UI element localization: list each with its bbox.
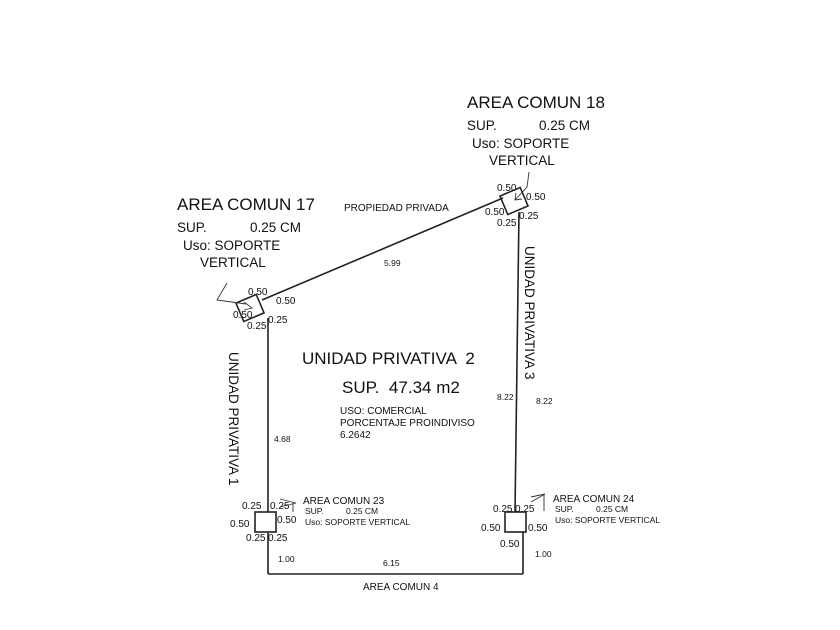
column-box-ac17 xyxy=(234,293,266,323)
ac17-dim: 0.25 xyxy=(268,315,288,326)
ac18-sup: SUP. xyxy=(467,118,497,133)
neighbor-top: PROPIEDAD PRIVADA xyxy=(344,203,449,214)
ac18-dim: 0.50 xyxy=(526,192,546,203)
leader-ac23 xyxy=(279,498,297,508)
dim-bottom: 6.15 xyxy=(383,558,400,568)
ac17-dim: 0.50 xyxy=(248,287,268,298)
leader-arrow-ac18 xyxy=(514,192,523,201)
ac18-title: AREA COMUN 18 xyxy=(467,93,605,112)
ac18-dim: 0.50 xyxy=(485,207,505,218)
dim-top: 5.99 xyxy=(384,258,401,268)
neighbor-left: UNIDAD PRIVATIVA 1 xyxy=(226,352,241,486)
ac24-dim: 0.50 xyxy=(528,523,548,534)
ac23-dim: 0.25 xyxy=(246,533,266,544)
dim-bottom-right: 1.00 xyxy=(535,549,552,559)
unit-area: SUP. 47.34 m2 xyxy=(342,378,460,397)
ac18-uso2: VERTICAL xyxy=(489,153,555,168)
ac18-dim: 0.25 xyxy=(519,211,539,222)
leader-ac24 xyxy=(530,493,546,503)
neighbor-bottom: AREA COMUN 4 xyxy=(363,582,439,593)
ac24-dim: 0.25 xyxy=(493,504,513,515)
column-box-ac23 xyxy=(254,511,277,533)
ac23-dim: 0.50 xyxy=(277,515,297,526)
ac24-dim: 0.50 xyxy=(481,523,501,534)
ac23-uso: Uso: SOPORTE VERTICAL xyxy=(305,517,410,527)
boundary-top xyxy=(261,197,504,301)
ac18-uso: Uso: SOPORTE xyxy=(472,136,569,151)
ac23-sup-value: 0.25 CM xyxy=(346,506,378,516)
ac17-dim: 0.25 xyxy=(247,321,267,332)
dim-left: 4.68 xyxy=(274,434,291,444)
column-box-ac24 xyxy=(504,511,527,533)
ac17-uso2: VERTICAL xyxy=(200,255,266,270)
dim-right-outer: 8.22 xyxy=(536,396,553,406)
ac24-uso: Uso: SOPORTE VERTICAL xyxy=(555,515,660,525)
unit-title: UNIDAD PRIVATIVA 2 xyxy=(302,349,475,368)
unit-use: USO: COMERCIAL xyxy=(340,406,427,417)
ac23-dim: 0.25 xyxy=(270,501,290,512)
ac24-sup: SUP. xyxy=(555,504,574,514)
ac24-dim: 0.25 xyxy=(515,504,535,515)
ac23-sup: SUP. xyxy=(305,506,324,516)
dim-right-inner: 8.22 xyxy=(497,392,514,402)
ac24-sup-value: 0.25 CM xyxy=(596,504,628,514)
ac17-dim: 0.50 xyxy=(276,296,296,307)
dim-bottom-left: 1.00 xyxy=(278,554,295,564)
ac23-dim: 0.25 xyxy=(268,533,288,544)
ac17-uso: Uso: SOPORTE xyxy=(183,238,280,253)
ac17-title: AREA COMUN 17 xyxy=(177,195,315,214)
leader-arrow-ac17 xyxy=(243,301,254,311)
ac18-dim: 0.50 xyxy=(497,183,517,194)
unit-percent-label: PORCENTAJE PROINDIVISO xyxy=(340,418,475,429)
ac23-dim: 0.50 xyxy=(230,519,250,530)
ac17-dim: 0.50 xyxy=(233,310,253,321)
ac17-sup-value: 0.25 CM xyxy=(250,220,301,235)
ac17-sup: SUP. xyxy=(177,220,207,235)
ac23-dim: 0.25 xyxy=(242,501,262,512)
ac24-dim: 0.50 xyxy=(500,539,520,550)
column-box-ac18 xyxy=(498,186,530,216)
neighbor-right: UNIDAD PRIVATIVA 3 xyxy=(522,246,537,380)
ac23-title: AREA COMUN 23 xyxy=(303,496,385,507)
leader-ac18 xyxy=(514,171,530,201)
ac18-sup-value: 0.25 CM xyxy=(539,118,590,133)
ac18-dim: 0.25 xyxy=(497,218,517,229)
boundary-right xyxy=(514,211,520,513)
leader-ac17 xyxy=(216,282,247,305)
unit-percent-value: 6.2642 xyxy=(340,430,371,441)
ac24-title: AREA COMUN 24 xyxy=(553,494,635,505)
